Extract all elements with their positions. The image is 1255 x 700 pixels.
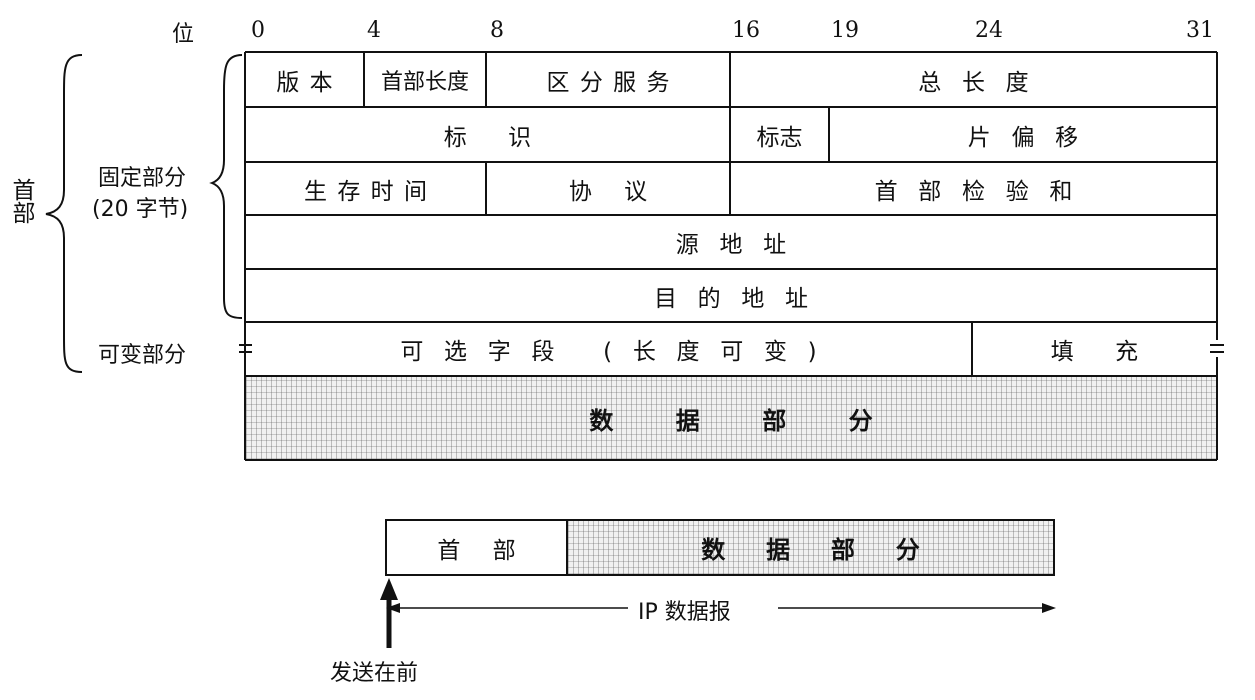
bit-mark-31: 31: [1186, 18, 1214, 43]
data-part: 数据部分: [246, 377, 1216, 459]
field-flags: 标志: [756, 124, 803, 151]
ip-datagram-label: IP 数据报: [638, 600, 731, 625]
field-differentiated-services: 区分服务: [546, 69, 680, 96]
datagram-data-label: 数据部分: [701, 536, 961, 564]
field-options: 可选字段 (长度可变): [400, 339, 838, 365]
field-source-address: 源地址: [675, 232, 807, 258]
field-protocol: 协议: [568, 178, 680, 205]
bit-mark-4: 4: [367, 18, 381, 43]
datagram-header: 首部: [437, 537, 548, 564]
bit-mark-0: 0: [251, 18, 265, 43]
sent-first-label: 发送在前: [330, 661, 419, 686]
fixed-part-size-label: (20 字节): [92, 197, 189, 222]
field-time-to-live: 生存时间: [303, 178, 438, 205]
header-brace: [45, 54, 83, 373]
sent-first-arrow-head: [380, 578, 398, 600]
field-header-checksum: 首部检验和: [874, 178, 1094, 205]
field-padding: 填充: [1050, 339, 1180, 365]
bit-axis-label: 位: [172, 22, 195, 47]
field-version: 版本: [276, 69, 344, 96]
span-arrow-left-head: [386, 603, 400, 613]
bit-mark-19: 19: [831, 18, 859, 43]
fixed-part-label: 固定部分: [98, 166, 187, 191]
bit-mark-24: 24: [975, 18, 1003, 43]
variable-part-label: 可变部分: [98, 343, 187, 368]
data-part-label: 数据部分: [589, 406, 935, 435]
field-destination-address: 目的地址: [653, 285, 829, 312]
bit-mark-8: 8: [490, 18, 504, 43]
bit-mark-16: 16: [732, 18, 760, 43]
field-total-length: 总长度: [918, 69, 1050, 96]
header-side-label: 首部: [8, 178, 34, 224]
field-identification: 标识: [443, 124, 573, 151]
field-header-length: 首部长度: [380, 69, 469, 95]
span-arrow-right-head: [1042, 603, 1056, 613]
field-fragment-offset: 片偏移: [967, 124, 1099, 151]
datagram-data: 数据部分: [568, 521, 1053, 574]
fixed-part-brace: [209, 54, 243, 319]
